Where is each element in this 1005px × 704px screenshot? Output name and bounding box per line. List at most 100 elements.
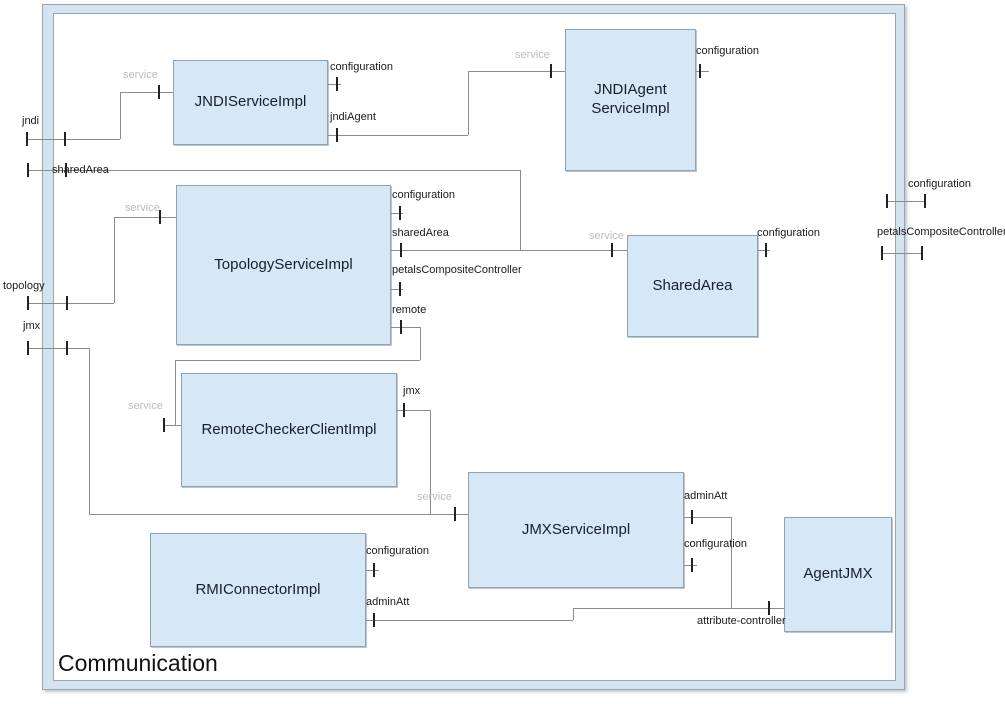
port-label-jndisvc-configuration: configuration	[330, 61, 393, 73]
frame-port-label-jmx: jmx	[23, 320, 41, 332]
port-tick-sharedareacomp-configuration[interactable]	[765, 243, 767, 257]
port-tick-jndisvc-configuration[interactable]	[336, 77, 338, 91]
component-name: RemoteCheckerClientImpl	[201, 420, 377, 438]
port-tick-sharedarea-inner[interactable]	[65, 163, 67, 177]
port-label-rmi-adminatt: adminAtt	[366, 596, 410, 608]
wire-jndiagent-v1	[468, 71, 469, 135]
port-tick-topo-petals[interactable]	[399, 282, 401, 296]
port-tick-ext-petals-outer[interactable]	[921, 246, 923, 260]
port-label-agentjmx-attribute-controller: attribute-controller	[697, 615, 786, 627]
port-label-jmxsvc-adminatt: adminAtt	[684, 490, 728, 502]
component-jndiserviceimpl[interactable]: JNDIServiceImpl	[173, 60, 328, 145]
service-label-rcc: service	[128, 400, 163, 412]
component-jndiagentserviceimpl[interactable]: JNDIAgent ServiceImpl	[565, 29, 696, 171]
wire-jndiagent-h1	[326, 135, 468, 136]
port-label-jndisvc-jndiagent: jndiAgent	[330, 111, 376, 123]
wire-topo-remote-h1	[389, 327, 420, 328]
component-sharedarea[interactable]: SharedArea	[627, 235, 758, 337]
frame-port-label-petalscompositecontroller: petalsCompositeController	[877, 226, 1005, 238]
service-label-jmxsvc: service	[417, 491, 452, 503]
wire-topology-v1	[114, 217, 115, 303]
port-tick-sharedareacomp-service[interactable]	[611, 243, 613, 257]
port-tick-jmxsvc-service[interactable]	[454, 507, 456, 521]
port-label-sharedareacomp-configuration: configuration	[757, 227, 820, 239]
service-label-jndiagentsvc: service	[515, 49, 550, 61]
port-tick-jmx-outer[interactable]	[27, 341, 29, 355]
port-tick-ext-configuration-inner[interactable]	[886, 194, 888, 208]
port-label-rmi-configuration: configuration	[366, 545, 429, 557]
wire-rcc-jmx-h1	[395, 410, 430, 411]
wire-jmx-h1	[28, 348, 89, 349]
port-tick-jndi-outer[interactable]	[26, 132, 28, 146]
wire-topo-remote-v1	[420, 327, 421, 360]
component-name: SharedArea	[652, 276, 733, 294]
wire-jmxservice-h1	[89, 514, 468, 515]
port-tick-topo-remote[interactable]	[400, 320, 402, 334]
wire-jmxsvc-adminatt-v1	[731, 517, 732, 608]
frame-port-label-topology: topology	[3, 280, 45, 292]
frame-port-label-jndi: jndi	[22, 115, 40, 127]
wire-rcc-jmx-v1	[430, 410, 431, 514]
port-tick-topology-outer[interactable]	[27, 296, 29, 310]
port-tick-topology-inner[interactable]	[66, 296, 68, 310]
port-tick-topo-configuration[interactable]	[399, 206, 401, 220]
wire-jndi-v1	[120, 92, 121, 139]
component-remotecheckerclientimpl[interactable]: RemoteCheckerClientImpl	[181, 373, 397, 487]
frame-port-label-configuration: configuration	[908, 178, 971, 190]
component-jmxserviceimpl[interactable]: JMXServiceImpl	[468, 472, 684, 588]
port-tick-jmxsvc-adminatt[interactable]	[691, 510, 693, 524]
port-tick-sharedarea-outer[interactable]	[27, 163, 29, 177]
wire-topo-remote-h3	[164, 425, 181, 426]
wire-jmxsvc-configuration-stub	[682, 565, 697, 566]
component-rmiconnectorimpl[interactable]: RMIConnectorImpl	[150, 533, 366, 647]
component-name: JNDIServiceImpl	[194, 93, 307, 111]
wire-jndi-h2	[120, 92, 173, 93]
port-tick-jndi-inner[interactable]	[64, 132, 66, 146]
port-tick-jndisvc-service[interactable]	[158, 85, 160, 99]
component-agentjmx[interactable]: AgentJMX	[784, 517, 892, 632]
component-name: JNDIAgent ServiceImpl	[591, 81, 670, 117]
port-tick-agentjmx-attribute-controller[interactable]	[768, 601, 770, 615]
port-label-rcc-jmx: jmx	[403, 385, 421, 397]
port-label-jmxsvc-configuration: configuration	[684, 538, 747, 550]
port-tick-topo-service[interactable]	[159, 210, 161, 224]
component-topologyserviceimpl[interactable]: TopologyServiceImpl	[176, 185, 391, 345]
wire-attribute-controller-h1	[573, 608, 784, 609]
frame-port-label-sharedarea: sharedArea	[52, 164, 109, 176]
wire-sharedarea-h1	[28, 170, 520, 171]
component-name: RMIConnectorImpl	[195, 580, 321, 598]
port-label-jndiagentsvc-configuration: configuration	[696, 45, 759, 57]
port-tick-rmi-configuration[interactable]	[373, 563, 375, 577]
wire-rmi-adminatt-h1	[364, 620, 573, 621]
wire-rmi-configuration-stub	[364, 570, 379, 571]
wire-topology-h2	[114, 217, 176, 218]
component-name: AgentJMX	[803, 565, 873, 583]
wire-topo-remote-v2	[175, 360, 176, 425]
service-label-topo: service	[125, 202, 160, 214]
port-label-topo-sharedarea: sharedArea	[392, 227, 449, 239]
port-tick-jndisvc-jndiagent[interactable]	[336, 128, 338, 142]
port-tick-ext-configuration-outer[interactable]	[924, 194, 926, 208]
port-tick-rcc-jmx[interactable]	[403, 403, 405, 417]
wire-jndiagentsvc-configuration-stub	[694, 71, 709, 72]
port-tick-jndiagentsvc-configuration[interactable]	[699, 64, 701, 78]
wire-jmxsvc-adminatt-h1	[682, 517, 731, 518]
port-tick-rcc-service[interactable]	[163, 418, 165, 432]
port-tick-topo-sharedarea[interactable]	[400, 243, 402, 257]
port-tick-jndiagentsvc-service[interactable]	[550, 64, 552, 78]
port-tick-jmxsvc-configuration[interactable]	[691, 558, 693, 572]
port-tick-rmi-adminatt[interactable]	[373, 613, 375, 627]
wire-topo-petals-stub	[389, 289, 403, 290]
wire-topo-sharedarea-h1	[389, 250, 627, 251]
wire-rmi-adminatt-v1	[573, 608, 574, 620]
wire-ext-petals-h1	[882, 253, 922, 254]
component-name: TopologyServiceImpl	[214, 255, 353, 273]
wire-ext-configuration-h1	[887, 201, 925, 202]
port-tick-jmx-inner[interactable]	[66, 341, 68, 355]
composite-title: Communication	[58, 650, 218, 676]
service-label-jndisvc: service	[123, 69, 158, 81]
wire-jndiagent-h2	[468, 71, 565, 72]
port-tick-ext-petals-inner[interactable]	[881, 246, 883, 260]
wire-jndi-h1	[27, 139, 120, 140]
